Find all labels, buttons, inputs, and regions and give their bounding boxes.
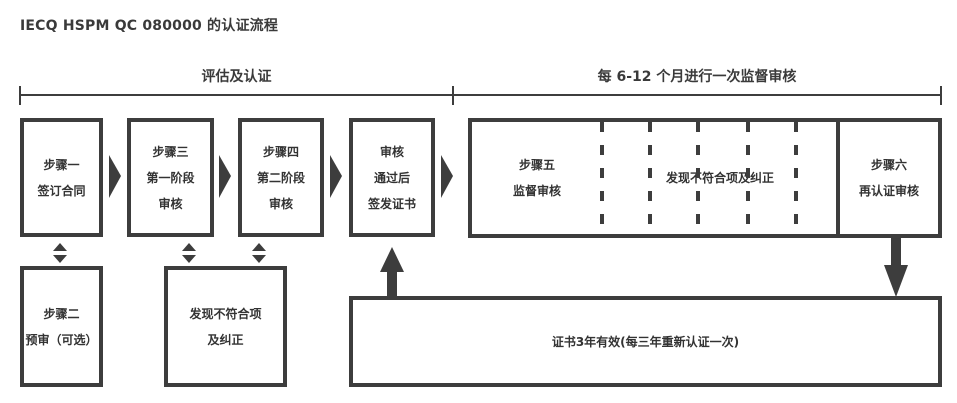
step3-box: 步骤三 第一阶段 审核: [127, 118, 214, 237]
step1-title: 步骤一: [43, 157, 80, 172]
step4-text-line2: 审核: [268, 196, 293, 211]
step1-box: 步骤一 签订合同: [20, 118, 103, 237]
up-arrow-icon: [380, 247, 404, 299]
step4-title: 步骤四: [262, 144, 299, 159]
double-arrow-step4-ncr-icon: [252, 243, 266, 263]
review-box: 审核 通过后 签发证书: [349, 118, 435, 237]
step1-text: 签订合同: [37, 183, 86, 198]
diagram-title: IECQ HSPM QC 080000 的认证流程: [20, 18, 279, 34]
certificate-text: 证书3年有效(每三年重新认证一次): [551, 334, 740, 349]
double-arrow-step3-ncr-icon: [182, 243, 196, 263]
flow-arrow-4-icon: [441, 155, 453, 198]
step2-title: 步骤二: [43, 306, 80, 321]
step6-text: 再认证审核: [858, 184, 919, 198]
step2-text: 预审（可选）: [25, 332, 98, 347]
flow-arrow-3-icon: [330, 155, 342, 198]
step5-cell: 步骤五 监督审核: [472, 122, 602, 234]
step6-title: 步骤六: [870, 158, 907, 172]
ncr-bottom-line2: 及纠正: [207, 332, 244, 347]
step6-cell: 步骤六 再认证审核: [840, 122, 938, 234]
review-line1: 审核: [379, 144, 404, 159]
step5-text: 监督审核: [512, 184, 561, 198]
step4-box: 步骤四 第二阶段 审核: [238, 118, 324, 237]
flow-arrow-2-icon: [219, 155, 231, 198]
review-line2: 通过后: [373, 170, 410, 185]
phase-label-evaluation: 评估及认证: [201, 69, 272, 85]
flow-arrow-1-icon: [109, 155, 121, 198]
phase-label-surveillance: 每 6-12 个月进行一次监督审核: [597, 69, 797, 85]
review-line3: 签发证书: [367, 196, 416, 211]
double-arrow-step1-step2-icon: [53, 243, 67, 263]
step3-title: 步骤三: [152, 144, 189, 159]
step3-text-line2: 审核: [158, 196, 183, 211]
ncr-bottom-line1: 发现不符合项: [189, 306, 262, 321]
step3-text-line1: 第一阶段: [146, 170, 195, 185]
down-arrow-icon: [884, 236, 908, 297]
certificate-box: 证书3年有效(每三年重新认证一次): [349, 296, 942, 387]
step5-title: 步骤五: [518, 158, 555, 172]
step4-text-line1: 第二阶段: [256, 170, 305, 185]
step2-box: 步骤二 预审（可选）: [20, 266, 103, 387]
surveillance-box: 步骤五 监督审核 发现不符合项及纠正 步骤六 再认证审核: [468, 118, 942, 238]
phase-timeline: [19, 86, 942, 105]
ncr-bottom-box: 发现不符合项 及纠正: [164, 266, 287, 387]
